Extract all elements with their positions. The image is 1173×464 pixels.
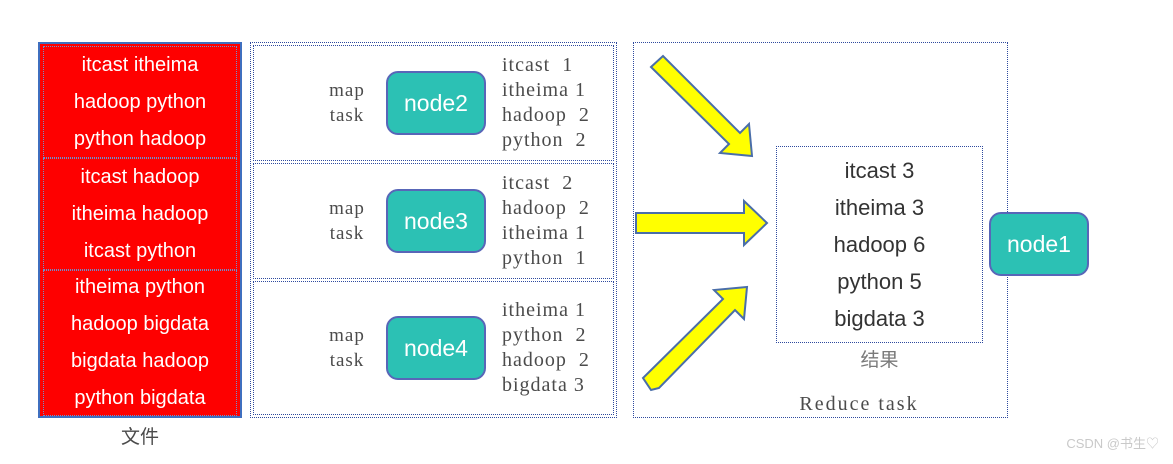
file-line: itcast hadoop (80, 165, 200, 188)
file-line: itheima hadoop (71, 202, 209, 225)
shuffle-arrows (635, 54, 769, 392)
file-line: hadoop python (73, 90, 207, 113)
map-output-list: itcast 2 hadoop 2 itheima 1 python 1 (502, 172, 590, 269)
reduce-result-box: itcast 3 itheima 3 hadoop 6 python 5 big… (776, 146, 983, 343)
map-task-label: map task (302, 78, 392, 128)
watermark-label: CSDN @书生♡ (1066, 436, 1159, 451)
file-caption-label: 文件 (120, 427, 159, 448)
reduce-task-container: itcast 3 itheima 3 hadoop 6 python 5 big… (633, 42, 1008, 418)
result-line: itcast 3 (844, 158, 915, 183)
result-line: itheima 3 (834, 195, 925, 220)
result-line: bigdata 3 (834, 306, 925, 331)
map-task-row: map task node2 itcast 1 itheima 1 hadoop … (253, 45, 614, 161)
map-task-label-line2: task (329, 105, 365, 126)
map-task-label-line1: map (329, 325, 365, 346)
result-line: hadoop 6 (833, 232, 926, 257)
result-line: python 5 (837, 269, 922, 294)
file-line: hadoop bigdata (71, 313, 209, 335)
map-task-container: map task node2 itcast 1 itheima 1 hadoop … (250, 42, 617, 418)
node-box-node1[interactable]: node1 (989, 212, 1089, 276)
map-task-label-line1: map (329, 198, 365, 219)
input-file-block: itcast itheima hadoop python python hado… (38, 42, 242, 418)
map-task-label-line2: task (329, 223, 365, 244)
map-task-row: map task node4 itheima 1 python 2 hadoop … (253, 281, 614, 415)
result-caption-label: 结果 (860, 350, 899, 371)
reduce-task-label: Reduce task (799, 393, 919, 415)
node-box-node3[interactable]: node3 (386, 189, 486, 253)
file-line: python hadoop (73, 127, 207, 150)
map-output-list: itheima 1 python 2 hadoop 2 bigdata 3 (502, 299, 590, 396)
map-task-label-line2: task (329, 350, 365, 371)
file-split-1: itcast itheima hadoop python python hado… (43, 46, 237, 158)
arrow-right-icon (635, 198, 769, 248)
file-line: python bigdata (74, 387, 206, 409)
map-task-label: map task (302, 323, 392, 373)
map-task-label: map task (302, 196, 392, 246)
map-task-label-line1: map (329, 80, 365, 101)
file-line: bigdata hadoop (71, 350, 209, 372)
node-box-node2[interactable]: node2 (386, 71, 486, 135)
file-split-2: itcast hadoop itheima hadoop itcast pyth… (43, 158, 237, 270)
file-line: itcast python (83, 239, 197, 262)
arrow-down-right-icon (649, 54, 754, 158)
node-box-node4[interactable]: node4 (386, 316, 486, 380)
map-task-row: map task node3 itcast 2 hadoop 2 itheima … (253, 163, 614, 279)
file-line: itcast itheima (81, 53, 199, 76)
file-line: itheima python (74, 276, 206, 298)
arrow-up-right-icon (641, 285, 749, 392)
file-split-3: itheima python hadoop bigdata bigdata ha… (43, 270, 237, 416)
map-output-list: itcast 1 itheima 1 hadoop 2 python 2 (502, 54, 590, 151)
